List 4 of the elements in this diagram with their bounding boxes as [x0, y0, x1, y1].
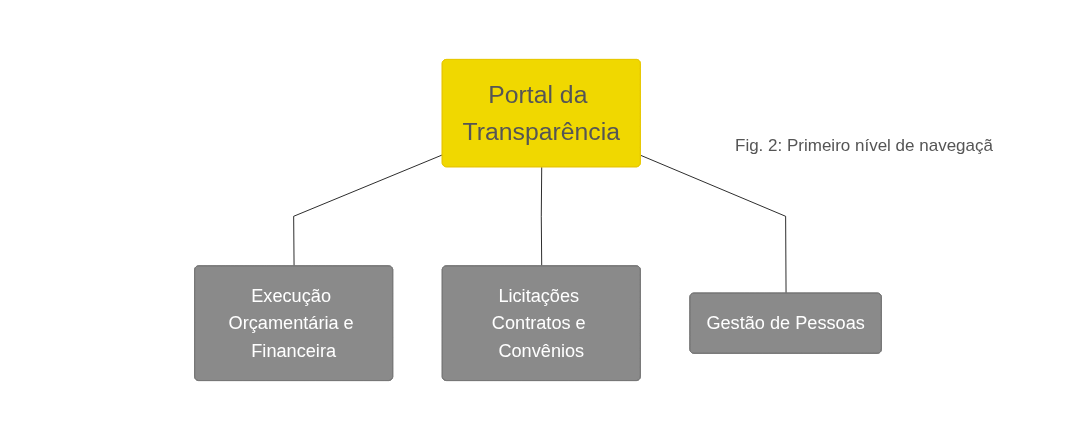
connector [292, 153, 443, 267]
connector [639, 154, 786, 294]
connector [540, 166, 542, 267]
figure-caption: Fig. 2: Primeiro nível de navegaçã [735, 136, 993, 156]
